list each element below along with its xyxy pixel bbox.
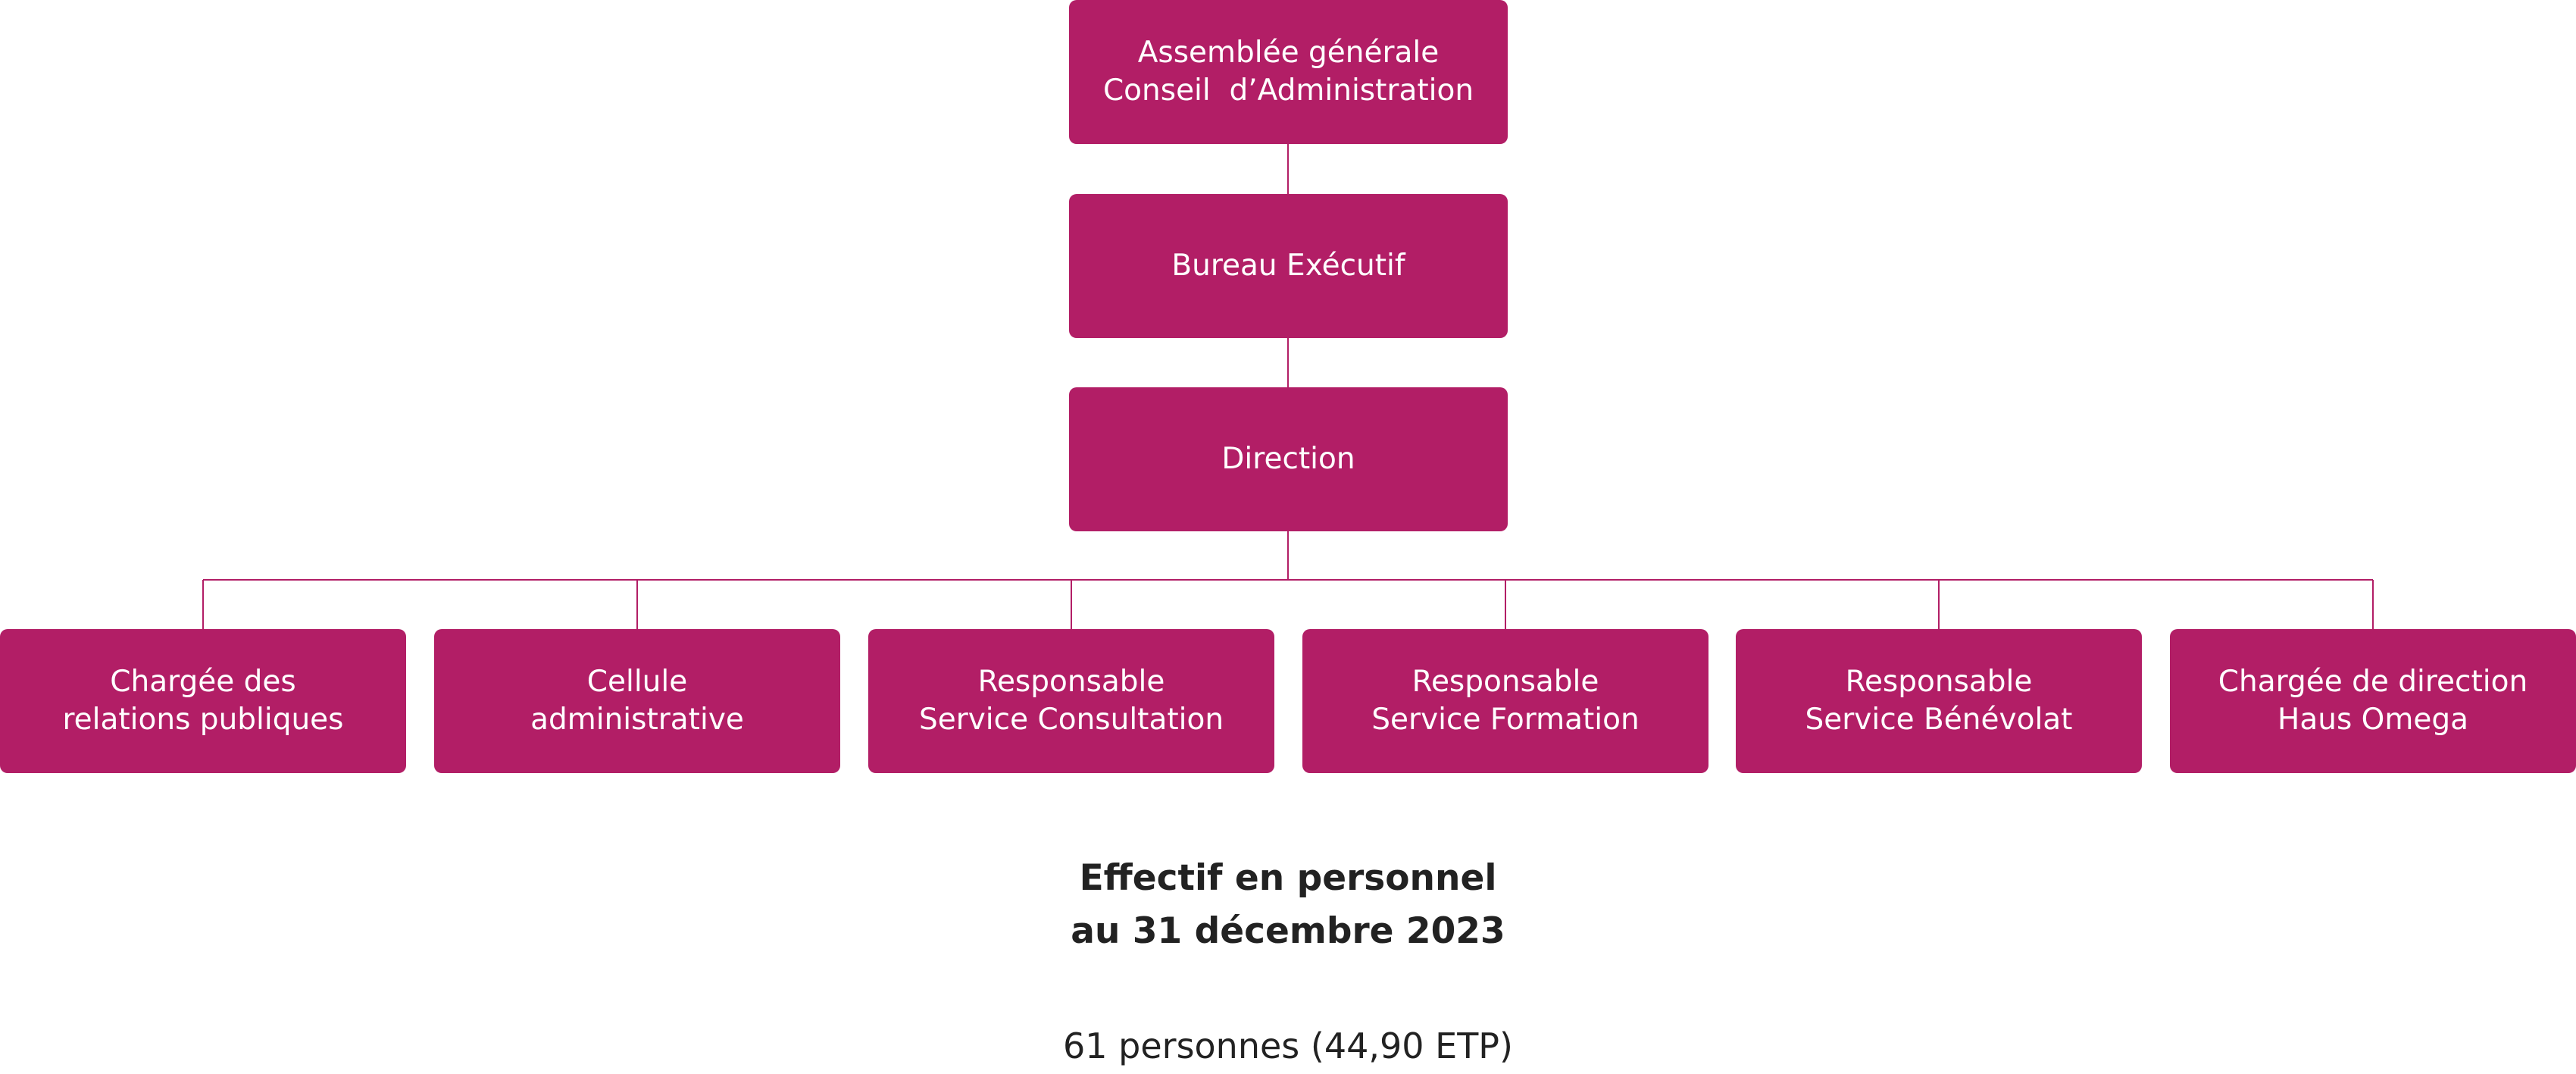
direction-box: Direction xyxy=(1069,387,1508,531)
unit-box-training: Responsable Service Formation xyxy=(1302,629,1708,773)
unit-line-1: Responsable xyxy=(1411,665,1599,699)
unit-line-2: Service Bénévolat xyxy=(1805,703,2073,737)
unit-line-1: Cellule xyxy=(586,665,688,699)
staff-heading-line-1: Effectif en personnel xyxy=(1079,857,1497,899)
unit-box-volunteering: Responsable Service Bénévolat xyxy=(1736,629,2142,773)
unit-line-1: Chargée des xyxy=(110,665,296,699)
unit-box-administrative: Cellule administrative xyxy=(434,629,840,773)
unit-line-1: Responsable xyxy=(1845,665,2033,699)
unit-line-1: Responsable xyxy=(977,665,1165,699)
unit-box-haus-omega: Chargée de direction Haus Omega xyxy=(2170,629,2576,773)
governance-line-2: Conseil d’Administration xyxy=(1102,74,1474,108)
staff-heading: Effectif en personnel au 31 décembre 202… xyxy=(0,852,2576,958)
unit-line-1: Chargée de direction xyxy=(2218,665,2528,699)
unit-box-consultation: Responsable Service Consultation xyxy=(868,629,1274,773)
executive-bureau-box: Bureau Exécutif xyxy=(1069,194,1508,338)
staff-count: 61 personnes (44,90 ETP) xyxy=(1063,1025,1513,1066)
unit-line-2: Service Consultation xyxy=(918,703,1224,737)
staff-heading-line-2: au 31 décembre 2023 xyxy=(1071,910,1505,952)
governance-box: Assemblée générale Conseil d’Administrat… xyxy=(1069,0,1508,144)
direction-label: Direction xyxy=(1221,442,1355,476)
unit-line-2: relations publiques xyxy=(62,703,344,737)
governance-line-1: Assemblée générale xyxy=(1137,36,1440,70)
unit-line-2: administrative xyxy=(530,703,744,737)
unit-line-2: Service Formation xyxy=(1371,703,1640,737)
unit-line-2: Haus Omega xyxy=(2277,703,2468,737)
unit-box-public-relations: Chargée des relations publiques xyxy=(0,629,406,773)
executive-bureau-label: Bureau Exécutif xyxy=(1171,249,1405,283)
